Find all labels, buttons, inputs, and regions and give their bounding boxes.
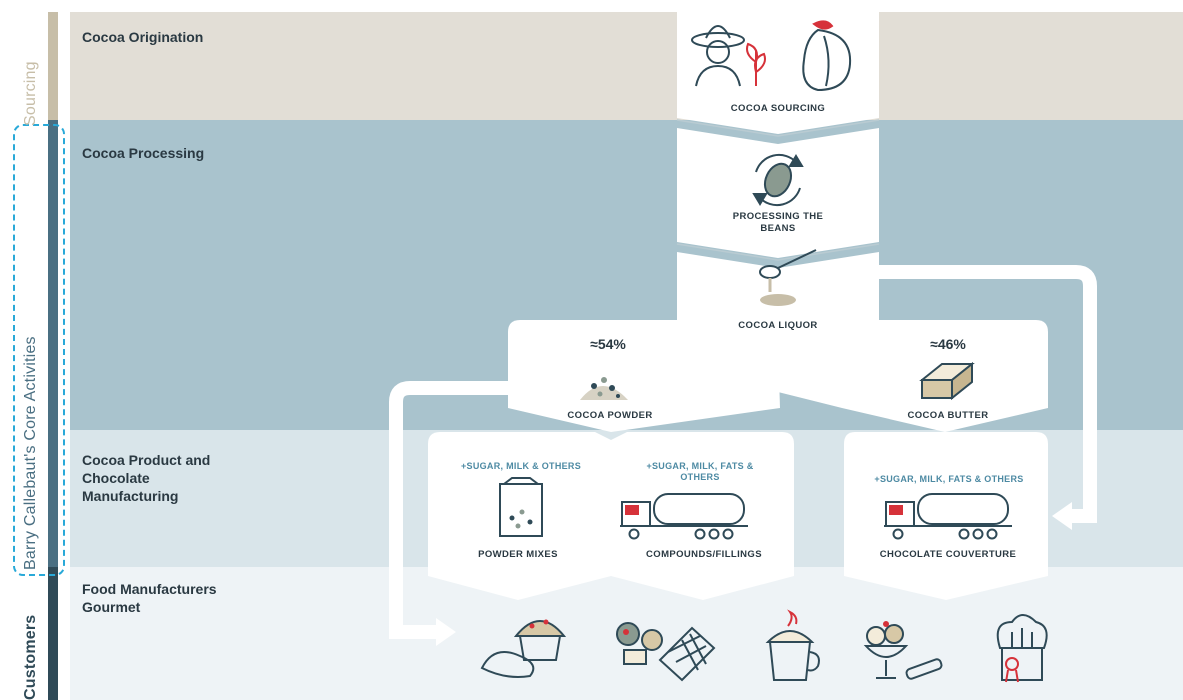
step-cocoa-liquor: COCOA LIQUOR — [738, 320, 818, 331]
butter-block-icon — [919, 361, 975, 401]
compounds-card — [611, 432, 794, 600]
step-compounds-fillings: COMPOUNDS/FILLINGS — [646, 549, 762, 560]
chef-hat-icon — [996, 614, 1048, 683]
row-label-customers: Food Manufacturers Gourmet — [82, 581, 217, 615]
customers-bar — [48, 567, 58, 700]
ice-cream-icon — [863, 621, 943, 680]
central-column — [428, 12, 1048, 600]
column-dividers — [676, 119, 880, 261]
cocoa-plant-icon — [746, 42, 766, 86]
share-butter: ≈46% — [930, 336, 966, 352]
core-activities-bracket — [13, 124, 65, 576]
step-cocoa-powder: COCOA POWDER — [567, 410, 653, 421]
couverture-card — [844, 432, 1048, 600]
addition-compounds: +SUGAR, MILK, FATS & OTHERS — [646, 461, 754, 482]
step-chocolate-couverture: CHOCOLATE COUVERTURE — [879, 549, 1017, 560]
addition-powder-mixes: +SUGAR, MILK & OTHERS — [460, 461, 582, 471]
bean-recycle-icon — [752, 153, 804, 207]
addition-couverture: +SUGAR, MILK, FATS & OTHERS — [874, 474, 1024, 484]
hot-drink-icon — [765, 609, 820, 681]
tanker-truck-icon — [620, 493, 748, 540]
sourcing-band — [70, 12, 1183, 120]
step-powder-mixes: POWDER MIXES — [478, 549, 558, 560]
row-label-processing: Cocoa Processing — [82, 145, 205, 161]
step-cocoa-sourcing: COCOA SOURCING — [730, 103, 826, 114]
step-cocoa-butter: COCOA BUTTER — [907, 410, 989, 421]
row-label-manufacturing: Cocoa Product and Chocolate Manufacturin… — [82, 452, 211, 504]
powder-pile-icon — [580, 377, 628, 400]
sourcing-bar — [48, 12, 58, 120]
sourcing-card — [677, 12, 879, 134]
chocolate-bar-icon — [616, 622, 716, 682]
butter-card — [778, 320, 1048, 432]
step-processing-beans: PROCESSING THE BEANS — [732, 211, 824, 234]
powder-bag-icon — [499, 477, 543, 537]
pastry-icon — [480, 619, 567, 678]
butter-flow-arrow — [879, 265, 1097, 523]
liquor-spoon-icon — [759, 249, 817, 306]
butter-arrow-head — [1052, 502, 1072, 530]
powder-flow-arrow — [389, 381, 508, 639]
row-label-origination: Cocoa Origination — [82, 29, 204, 45]
tanker-truck-icon — [884, 493, 1012, 540]
share-powder: ≈54% — [590, 336, 626, 352]
powder-mixes-card — [428, 432, 611, 600]
powder-card — [508, 320, 780, 432]
farmer-icon — [691, 25, 745, 87]
cocoa-pod-icon — [802, 20, 852, 92]
core-activities-bar — [48, 120, 58, 567]
powder-arrow-head — [436, 618, 456, 646]
